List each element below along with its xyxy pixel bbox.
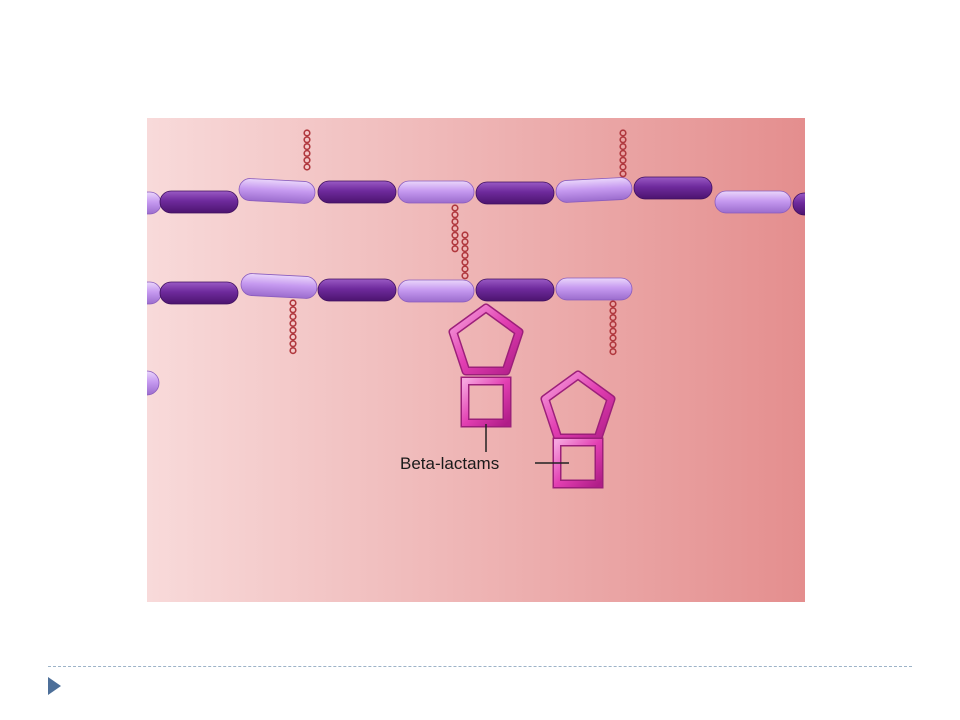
peptide-bead: [619, 149, 627, 158]
peptide-bead: [609, 300, 617, 308]
sugar-unit-dark: [792, 192, 805, 216]
peptide-bead: [609, 341, 617, 349]
sugar-unit-light: [555, 277, 633, 301]
sugar-unit-dark: [159, 281, 239, 305]
peptide-bead: [609, 314, 617, 322]
peptide-bead: [619, 143, 627, 151]
peptide-bead: [303, 143, 311, 151]
peptide-bead: [619, 136, 627, 144]
peptide-bead: [609, 307, 617, 315]
sugar-unit-light: [714, 190, 792, 214]
peptide-bead: [289, 299, 297, 307]
peptide-bead: [289, 333, 297, 341]
peptide-bead: [461, 251, 469, 259]
beta-lactam-molecule: [448, 303, 524, 428]
peptide-crosslinks: [289, 129, 627, 356]
peptide-bead: [461, 238, 469, 246]
peptide-bead: [303, 129, 311, 137]
sugar-unit-dark: [475, 181, 555, 205]
peptide-bead: [619, 129, 627, 137]
peptide-bead: [451, 245, 459, 253]
peptide-bead: [461, 265, 469, 273]
peptide-bead: [609, 334, 617, 342]
peptide-bead: [461, 231, 469, 239]
peptide-bead: [303, 156, 311, 164]
peptide-bead: [609, 348, 617, 356]
sugar-unit-light: [147, 370, 160, 396]
peptide-bead: [451, 231, 459, 239]
peptide-bead: [461, 245, 469, 253]
peptide-bead: [289, 347, 297, 355]
sugar-unit-light: [240, 273, 318, 299]
sugar-unit-dark: [317, 180, 397, 204]
sugar-unit-light: [397, 180, 475, 204]
peptide-bead: [303, 149, 311, 158]
peptide-bead: [289, 319, 297, 327]
sugar-unit-light: [238, 178, 316, 204]
peptide-bead: [609, 327, 617, 335]
peptide-bead: [619, 163, 627, 171]
peptide-bead: [461, 272, 469, 280]
peptide-bead: [303, 136, 311, 144]
peptide-bead: [619, 156, 627, 164]
peptide-bead: [289, 306, 297, 314]
sugar-unit-dark: [475, 278, 555, 302]
peptide-bead: [303, 163, 311, 171]
sugar-unit-light: [397, 279, 475, 303]
peptide-bead: [451, 238, 459, 246]
peptide-bead: [451, 224, 459, 232]
peptide-bead: [619, 170, 627, 178]
sugar-unit-light: [555, 177, 633, 203]
cell-wall-illustration: Beta-lactams: [147, 118, 805, 602]
peptide-bead: [451, 217, 459, 226]
sugar-unit-dark: [317, 278, 397, 302]
beta-lactams-label: Beta-lactams: [400, 454, 499, 473]
peptide-bead: [289, 326, 297, 334]
peptide-bead: [461, 258, 469, 266]
glycan-chains: [147, 176, 805, 396]
footer-divider: [48, 666, 912, 667]
sugar-unit-dark: [159, 190, 239, 214]
peptide-bead: [609, 320, 617, 328]
peptide-bead: [451, 204, 459, 212]
peptide-bead: [289, 313, 297, 321]
peptide-bead: [289, 340, 297, 348]
cell-wall-figure: Beta-lactams: [147, 118, 805, 602]
slide-bullet-arrow-icon: [48, 677, 61, 695]
sugar-unit-dark: [633, 176, 713, 200]
beta-lactam-callout: Beta-lactams: [400, 424, 569, 473]
peptide-bead: [451, 211, 459, 219]
